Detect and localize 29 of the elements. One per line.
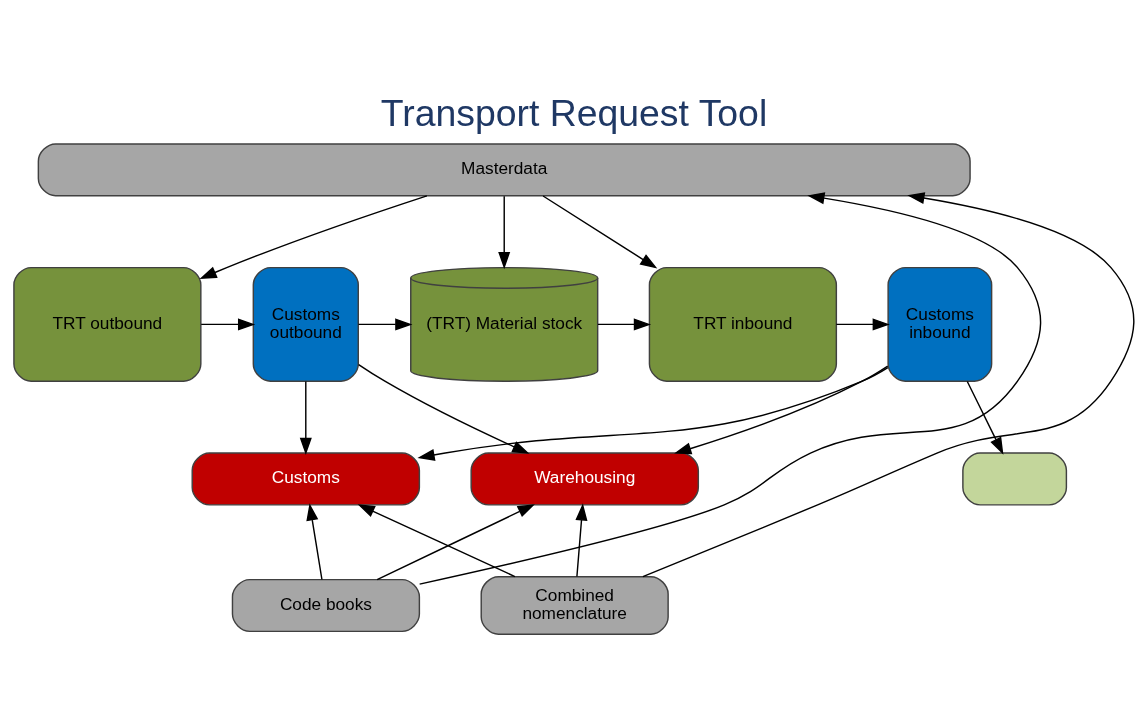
node-box: TRT inbound: [648, 266, 838, 382]
node-box: TRT outbound: [13, 266, 202, 382]
arrow: [376, 503, 535, 580]
node-box: Warehousing: [470, 451, 700, 506]
arrow: [417, 366, 889, 461]
arrow: [357, 317, 413, 330]
arrow: [299, 380, 312, 455]
arrow: [418, 191, 1042, 585]
arrow: [498, 195, 511, 269]
node-box: Combined nomenclature: [480, 575, 669, 635]
arrow: [357, 503, 516, 577]
arrow: [835, 317, 890, 330]
node-box: Customs inbound: [887, 266, 993, 382]
node-box: Customs: [191, 451, 421, 506]
arrow: [575, 502, 588, 577]
arrow: [199, 194, 428, 279]
node-box: Customs outbound: [252, 266, 359, 382]
arrow: [966, 380, 1004, 455]
node-box: [962, 451, 1068, 506]
arrow: [200, 317, 256, 330]
arrow: [597, 317, 652, 330]
arrow: [674, 364, 889, 454]
node-box: Code books: [231, 578, 421, 632]
arrow: [306, 502, 323, 580]
arrow: [357, 363, 530, 454]
arrow: [542, 194, 658, 269]
node-box: Masterdata: [37, 142, 971, 196]
diagram-title: Transport Request Tool: [380, 91, 768, 134]
arrow: [642, 191, 1135, 577]
